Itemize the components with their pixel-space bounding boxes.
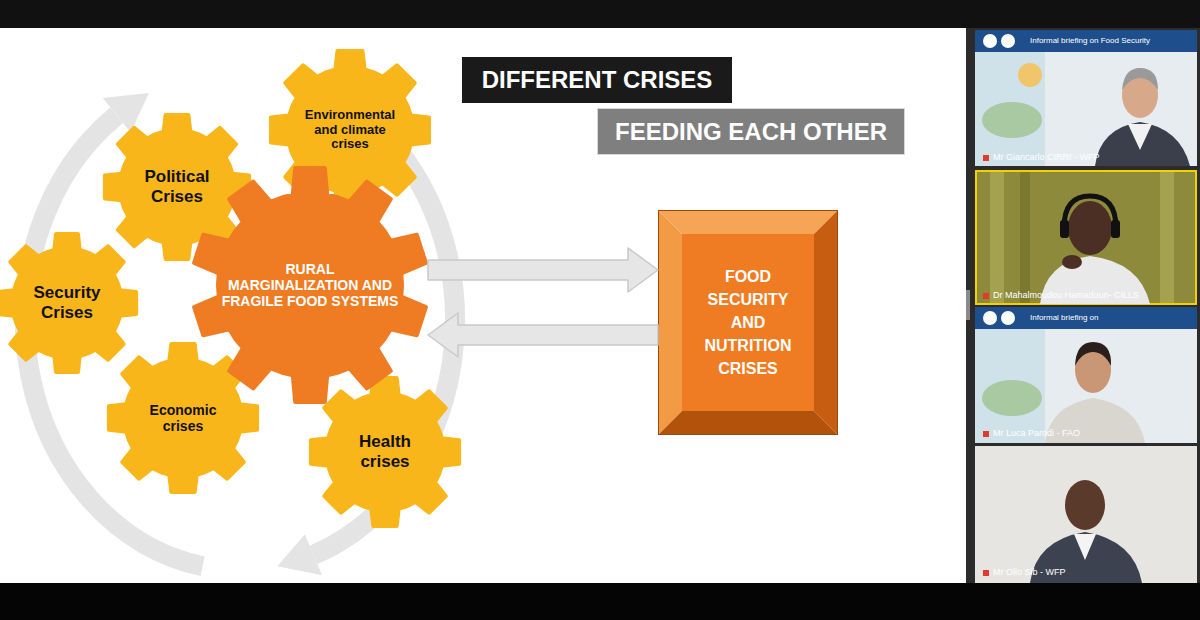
tile-bg bbox=[976, 171, 1196, 304]
person-head bbox=[1068, 201, 1112, 255]
illustration bbox=[975, 329, 1045, 443]
participant-name: Mr Ollo Sib - WFP bbox=[993, 567, 1066, 577]
logo bbox=[983, 311, 997, 325]
node-text: FOOD SECURITY AND NUTRITION CRISES bbox=[692, 265, 804, 381]
illustration bbox=[975, 52, 1045, 166]
central-gear: RURAL MARGINALIZATION AND FRAGILE FOOD S… bbox=[192, 167, 428, 403]
participant-name: Dr Mahalmoudou Hamadoun- CILLS bbox=[993, 290, 1139, 300]
gear-outline bbox=[109, 344, 257, 492]
participant-panel bbox=[966, 28, 1200, 583]
banner-text: Informal briefing on Food Security bbox=[1030, 36, 1150, 45]
banner-text: Informal briefing on bbox=[1030, 313, 1098, 322]
slide-area bbox=[0, 28, 966, 583]
video-tile bbox=[975, 30, 1197, 166]
headset bbox=[1064, 196, 1116, 228]
node-text: DIFFERENT CRISES bbox=[482, 66, 713, 94]
video-tile bbox=[975, 307, 1197, 443]
headset bbox=[1111, 220, 1120, 238]
illustration bbox=[982, 380, 1042, 416]
panel-handle bbox=[966, 290, 970, 320]
node-text: RURAL MARGINALIZATION AND FRAGILE FOOD S… bbox=[221, 261, 399, 309]
illustration bbox=[1018, 63, 1042, 87]
participant-name: Mr Giancarlo CIRRI - WFP bbox=[993, 152, 1100, 162]
tile-banner bbox=[975, 30, 1197, 52]
gear-outline bbox=[311, 378, 459, 526]
cycle-arrowhead bbox=[103, 93, 149, 132]
title-box: DIFFERENT CRISES bbox=[462, 57, 732, 103]
tile-bg bbox=[975, 30, 1197, 166]
top-bar bbox=[0, 0, 1200, 28]
bevel-right bbox=[814, 210, 838, 435]
person-hair bbox=[1075, 342, 1111, 366]
bevel-face bbox=[682, 234, 814, 411]
text-area: DIFFERENT CRISES bbox=[462, 57, 732, 103]
headset bbox=[1060, 220, 1069, 238]
subtitle-box: FEEDING EACH OTHER bbox=[597, 108, 905, 155]
mic-icon bbox=[983, 155, 989, 161]
tile-bg bbox=[975, 446, 1197, 583]
text-area: Security Crises bbox=[17, 233, 117, 373]
cycle-arrowhead bbox=[277, 535, 322, 576]
tile-banner bbox=[975, 307, 1197, 329]
gear-outline bbox=[0, 234, 136, 372]
person-hand bbox=[1062, 255, 1082, 269]
person-hair bbox=[1122, 68, 1158, 90]
crisis-gear: Political Crises bbox=[104, 114, 250, 260]
text-area: FOOD SECURITY AND NUTRITION CRISES bbox=[692, 234, 804, 411]
bevel-left bbox=[658, 210, 682, 435]
text-area: FEEDING EACH OTHER bbox=[598, 109, 904, 154]
node-text: Environmental and climate crises bbox=[298, 108, 402, 153]
video-tile bbox=[975, 446, 1197, 583]
curtain bbox=[990, 172, 1004, 303]
logo bbox=[983, 34, 997, 48]
text-area: Economic crises bbox=[131, 343, 235, 493]
bevel-top bbox=[658, 210, 838, 234]
text-area: Health crises bbox=[335, 377, 435, 527]
mic-icon bbox=[983, 293, 989, 299]
illustration bbox=[982, 102, 1042, 138]
person-shirt bbox=[1128, 124, 1152, 150]
node-text: FEEDING EACH OTHER bbox=[615, 118, 887, 146]
person-head bbox=[1065, 480, 1105, 530]
bevel-bottom bbox=[658, 411, 838, 435]
crisis-gear: Security Crises bbox=[0, 233, 137, 373]
person-shirt bbox=[1074, 534, 1096, 560]
outcome-box: FOOD SECURITY AND NUTRITION CRISES bbox=[658, 210, 838, 435]
participant-name: Mr Luca Parodi - FAO bbox=[993, 428, 1080, 438]
mic-icon bbox=[983, 431, 989, 437]
video-tile bbox=[976, 171, 1196, 304]
block-arrow bbox=[428, 248, 658, 292]
crisis-gear: Health crises bbox=[310, 377, 460, 527]
text-area: RURAL MARGINALIZATION AND FRAGILE FOOD S… bbox=[221, 167, 399, 403]
person-body bbox=[1095, 122, 1190, 166]
tile-bg bbox=[975, 307, 1197, 443]
node-text: Economic crises bbox=[131, 402, 235, 434]
curtain bbox=[1160, 172, 1174, 303]
logo bbox=[1001, 34, 1015, 48]
logo bbox=[1001, 311, 1015, 325]
curtain bbox=[1020, 172, 1030, 303]
node-text: Political Crises bbox=[127, 167, 227, 206]
bottom-bar bbox=[0, 583, 1200, 620]
bevel-outline bbox=[659, 211, 838, 435]
node-text: Security Crises bbox=[17, 283, 117, 322]
node-text: Health crises bbox=[335, 432, 435, 471]
mic-icon bbox=[983, 570, 989, 576]
gear-outline bbox=[105, 115, 249, 259]
block-arrow bbox=[428, 313, 658, 357]
